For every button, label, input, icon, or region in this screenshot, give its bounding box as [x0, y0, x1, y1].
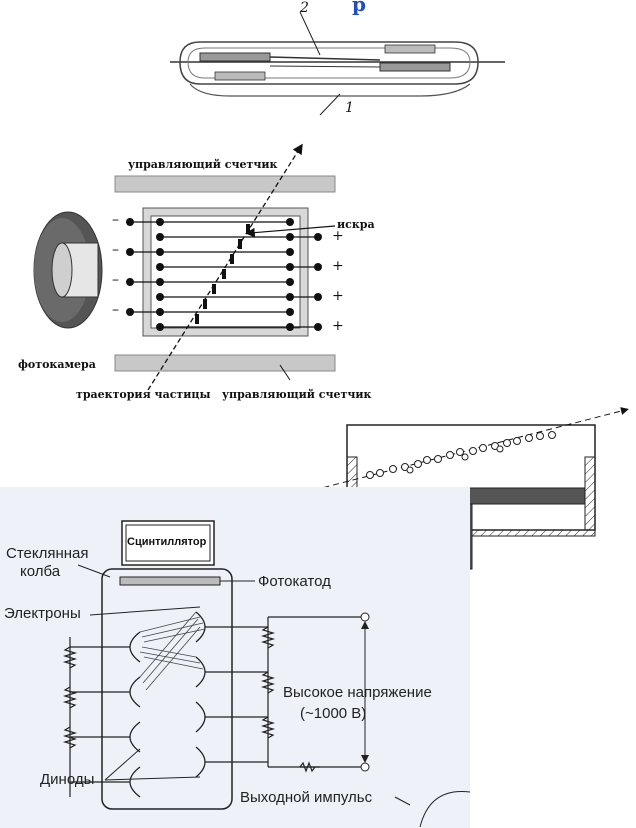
minus-sign-3: –	[112, 272, 119, 288]
electrons-label: Электроны	[4, 605, 81, 622]
bottom-counter-label: управляющий счетчик	[222, 388, 372, 401]
scintillator-box	[121, 520, 215, 566]
trajectory-label: траектория частицы	[76, 388, 211, 401]
plus-sign-3: +	[332, 288, 344, 304]
top-counter-label: управляющий счетчик	[128, 158, 278, 171]
high-voltage-label-1: Высокое напряжение	[283, 684, 432, 701]
photocathode-plate	[119, 576, 221, 586]
bottom-counter-bar	[114, 354, 336, 372]
glass-bulb-label-1: Стеклянная	[6, 545, 89, 562]
pmt-drawing	[62, 520, 470, 828]
plus-sign-4: +	[332, 318, 344, 334]
photocathode-label: Фотокатод	[258, 573, 331, 590]
caption-fragment: р	[352, 0, 366, 16]
camera-label: фотокамера	[18, 358, 96, 371]
spark-chamber-figure: управляющий счетчик искра фотокамера тра…	[0, 140, 636, 415]
top-counter-bar	[114, 175, 336, 193]
minus-sign-4: –	[112, 302, 119, 318]
dynodes-label: Диноды	[40, 771, 95, 788]
pmt-figure: Сцинтиллятор Стеклянная колба Фотокатод …	[0, 487, 470, 828]
reed-switch-figure: 2 1 р	[0, 0, 636, 140]
scintillator-label: Сцинтиллятор	[127, 536, 207, 548]
plus-sign-2: +	[332, 258, 344, 274]
output-pulse-label: Выходной импульс	[240, 789, 373, 806]
minus-sign-2: –	[112, 242, 119, 258]
reed-label-2: 2	[300, 0, 309, 16]
spark-label: искра	[337, 218, 375, 231]
reed-label-1: 1	[345, 100, 354, 116]
spark-chamber-drawing	[33, 143, 336, 391]
minus-sign-1: –	[112, 212, 119, 228]
reed-switch-drawing	[170, 11, 505, 116]
glass-bulb-label-2: колба	[20, 563, 61, 580]
plus-sign-1: +	[332, 228, 344, 244]
high-voltage-label-2: (~1000 В)	[300, 705, 367, 722]
